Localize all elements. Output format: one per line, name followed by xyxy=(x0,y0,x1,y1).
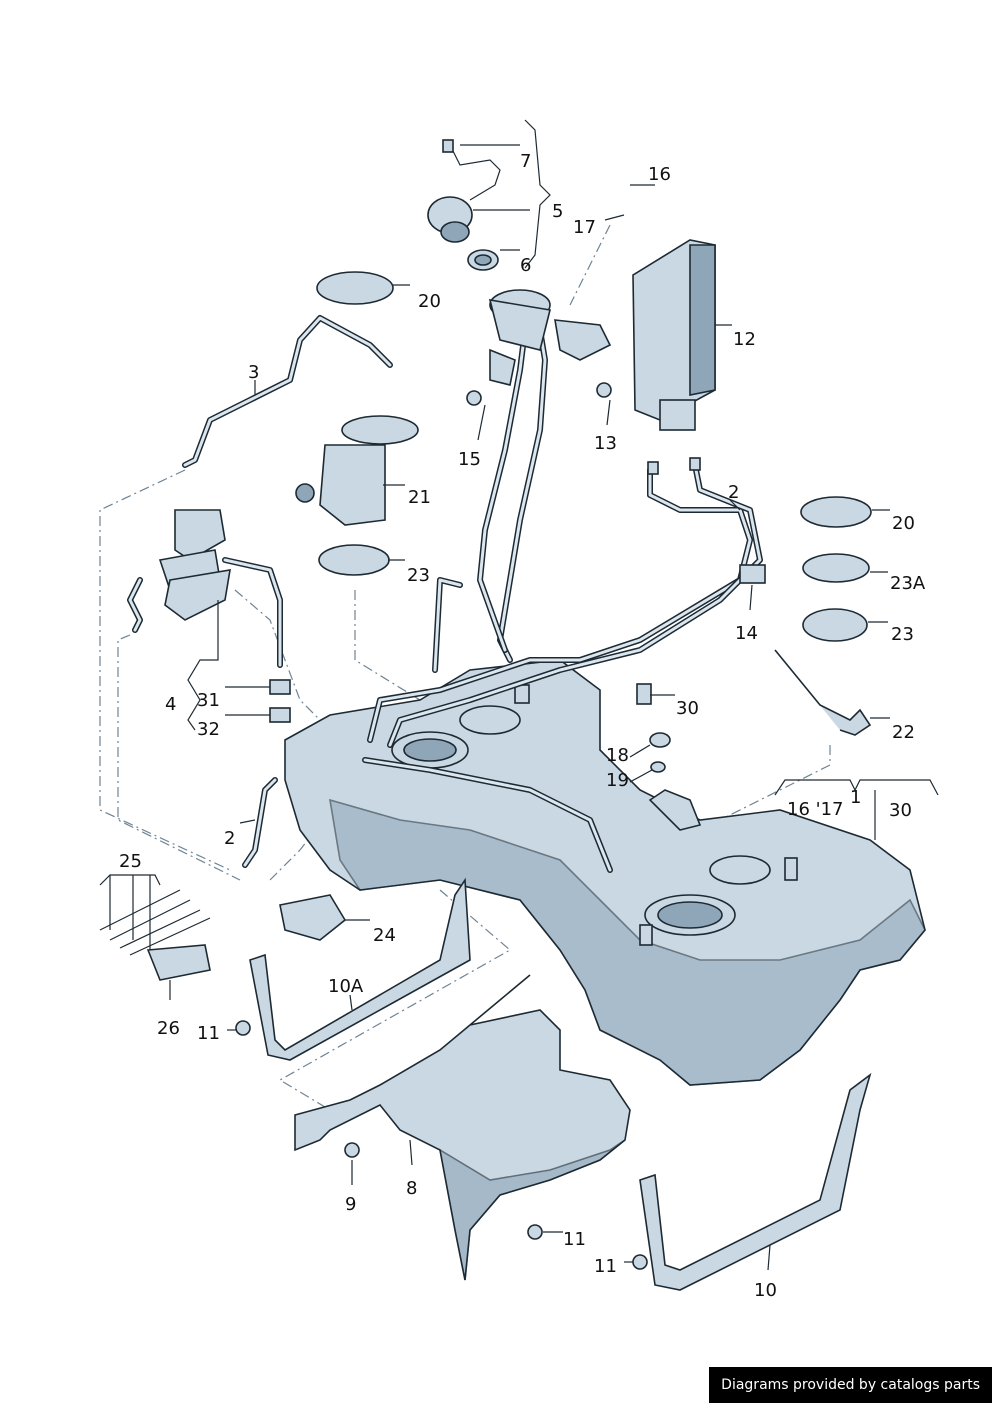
fuel-cap-assembly xyxy=(427,139,501,271)
label-12: 12 xyxy=(733,329,756,350)
label-6: 6 xyxy=(520,255,531,276)
label-23-right: 23 xyxy=(891,624,914,645)
part-labels: 7 5 6 16 17 20 3 12 15 13 21 2 20 23 23A… xyxy=(119,151,926,1301)
label-2-left: 2 xyxy=(224,828,235,849)
label-11-right: 11 xyxy=(594,1256,617,1277)
label-20-right: 20 xyxy=(892,513,915,534)
bolts xyxy=(235,382,648,1270)
heat-shield xyxy=(294,974,631,1281)
label-22: 22 xyxy=(892,722,915,743)
credit-banner: Diagrams provided by catalogs parts xyxy=(709,1367,992,1403)
label-3: 3 xyxy=(248,362,259,383)
label-32: 32 xyxy=(197,719,220,740)
label-23A: 23A xyxy=(890,573,926,594)
label-4: 4 xyxy=(165,694,176,715)
label-17: 17 xyxy=(573,217,596,238)
label-26: 26 xyxy=(157,1018,180,1039)
leader-lines xyxy=(99,119,939,1271)
label-11-middle: 11 xyxy=(563,1229,586,1250)
label-1: 1 xyxy=(850,787,861,808)
label-25: 25 xyxy=(119,851,142,872)
label-20-top: 20 xyxy=(418,291,441,312)
small-parts xyxy=(99,564,766,981)
label-7: 7 xyxy=(520,151,531,172)
filler-neck xyxy=(477,289,612,663)
label-9: 9 xyxy=(345,1194,356,1215)
fuel-tank-body xyxy=(284,659,926,1086)
label-30-right: 30 xyxy=(889,800,912,821)
label-5: 5 xyxy=(552,201,563,222)
label-2-right: 2 xyxy=(728,482,739,503)
label-24: 24 xyxy=(373,925,396,946)
label-21: 21 xyxy=(408,487,431,508)
pump-assembly xyxy=(127,509,291,723)
fuel-pump-module xyxy=(295,271,872,736)
label-14: 14 xyxy=(735,623,758,644)
label-10: 10 xyxy=(754,1280,777,1301)
charcoal-canister xyxy=(632,239,716,475)
label-30-top: 30 xyxy=(676,698,699,719)
tank-straps xyxy=(249,877,872,1291)
label-31: 31 xyxy=(197,690,220,711)
label-8: 8 xyxy=(406,1178,417,1199)
label-13: 13 xyxy=(594,433,617,454)
fuel-lines xyxy=(182,315,763,873)
label-16: 16 xyxy=(648,164,671,185)
label-10A: 10A xyxy=(328,976,364,997)
label-23-left: 23 xyxy=(407,565,430,586)
label-19: 19 xyxy=(606,770,629,791)
label-11-left: 11 xyxy=(197,1023,220,1044)
label-18: 18 xyxy=(606,745,629,766)
label-15: 15 xyxy=(458,449,481,470)
label-16-17: 16 '17 xyxy=(787,799,843,820)
